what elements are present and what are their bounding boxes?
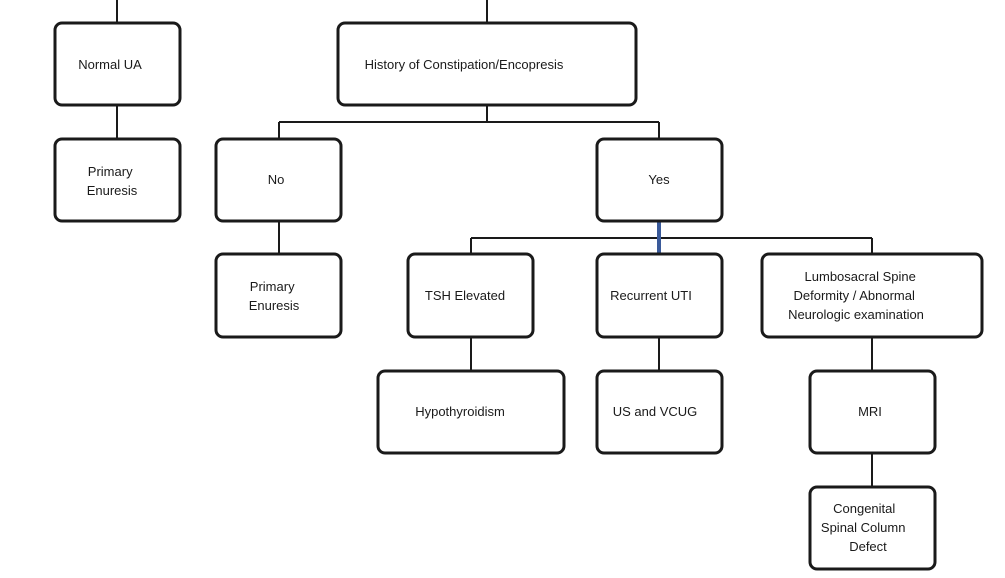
svg-text:Hypothyroidism: Hypothyroidism [415,404,505,419]
node-label-line: Deformity / Abnormal [794,288,915,303]
node-label-line: TSH Elevated [425,288,505,303]
node-label-line: Congenital [833,501,895,516]
svg-text:Primary Enuresis: Primary Enuresis [87,164,138,198]
svg-text:No: No [268,172,285,187]
node-label-line: Defect [849,539,887,554]
node-label-line: No [268,172,285,187]
connector-yes-branches-bar [470,237,873,254]
node-yes: Yes [595,137,724,223]
node-label-line: Primary [88,164,133,179]
node-label-line: Enuresis [249,298,300,313]
svg-text:Congenital Spinal Column: Congenital Spinal Column Defect [821,501,909,554]
svg-text:TSH Elevated: TSH Elevated [425,288,505,303]
node-label-line: Neurologic examination [788,307,924,322]
svg-text:US and VCUG: US and VCUG [613,404,698,419]
node-no: No [214,137,343,223]
node-mri: MRI [808,369,937,455]
node-tsh-elevated: TSH Elevated [406,252,535,339]
node-normal-ua: Normal UA [53,21,182,107]
node-label-line: Primary [250,279,295,294]
node-label-line: Hypothyroidism [415,404,505,419]
node-label-line: Yes [648,172,670,187]
node-label-line: Lumbosacral Spine [805,269,916,284]
connector-history-to-no-yes [278,105,660,139]
svg-text:Primary Enuresis: Primary Enuresis [249,279,300,313]
connectors [116,0,873,487]
svg-text:Normal UA: Normal UA [78,57,142,72]
node-primary-enuresis-no: Primary Enuresis [214,252,343,339]
node-lumbosacral-deformity: Lumbosacral Spine Deformity / Abnormal N… [760,252,984,339]
svg-text:Yes: Yes [648,172,670,187]
node-recurrent-uti: Recurrent UTI [595,252,724,339]
node-history-constipation: History of Constipation/Encopresis [336,21,638,107]
node-us-vcug: US and VCUG [595,369,724,455]
svg-text:Recurrent UTI: Recurrent UTI [610,288,692,303]
node-label-line: Normal UA [78,57,142,72]
node-congenital-spinal-defect: Congenital Spinal Column Defect [808,485,937,571]
svg-text:MRI: MRI [858,404,882,419]
node-label-line: Enuresis [87,183,138,198]
node-label-line: Recurrent UTI [610,288,692,303]
node-label-line: History of Constipation/Encopresis [365,57,564,72]
node-hypothyroidism: Hypothyroidism [376,369,566,455]
node-primary-enuresis-left: Primary Enuresis [53,137,182,223]
svg-text:Lumbosacral Spine Deform: Lumbosacral Spine Deformity / Abnormal N… [788,269,924,322]
node-label-line: Spinal Column [821,520,906,535]
node-label-line: MRI [858,404,882,419]
svg-text:History of Constipation/Encopr: History of Constipation/Encopresis [365,57,564,72]
node-label-line: US and VCUG [613,404,698,419]
